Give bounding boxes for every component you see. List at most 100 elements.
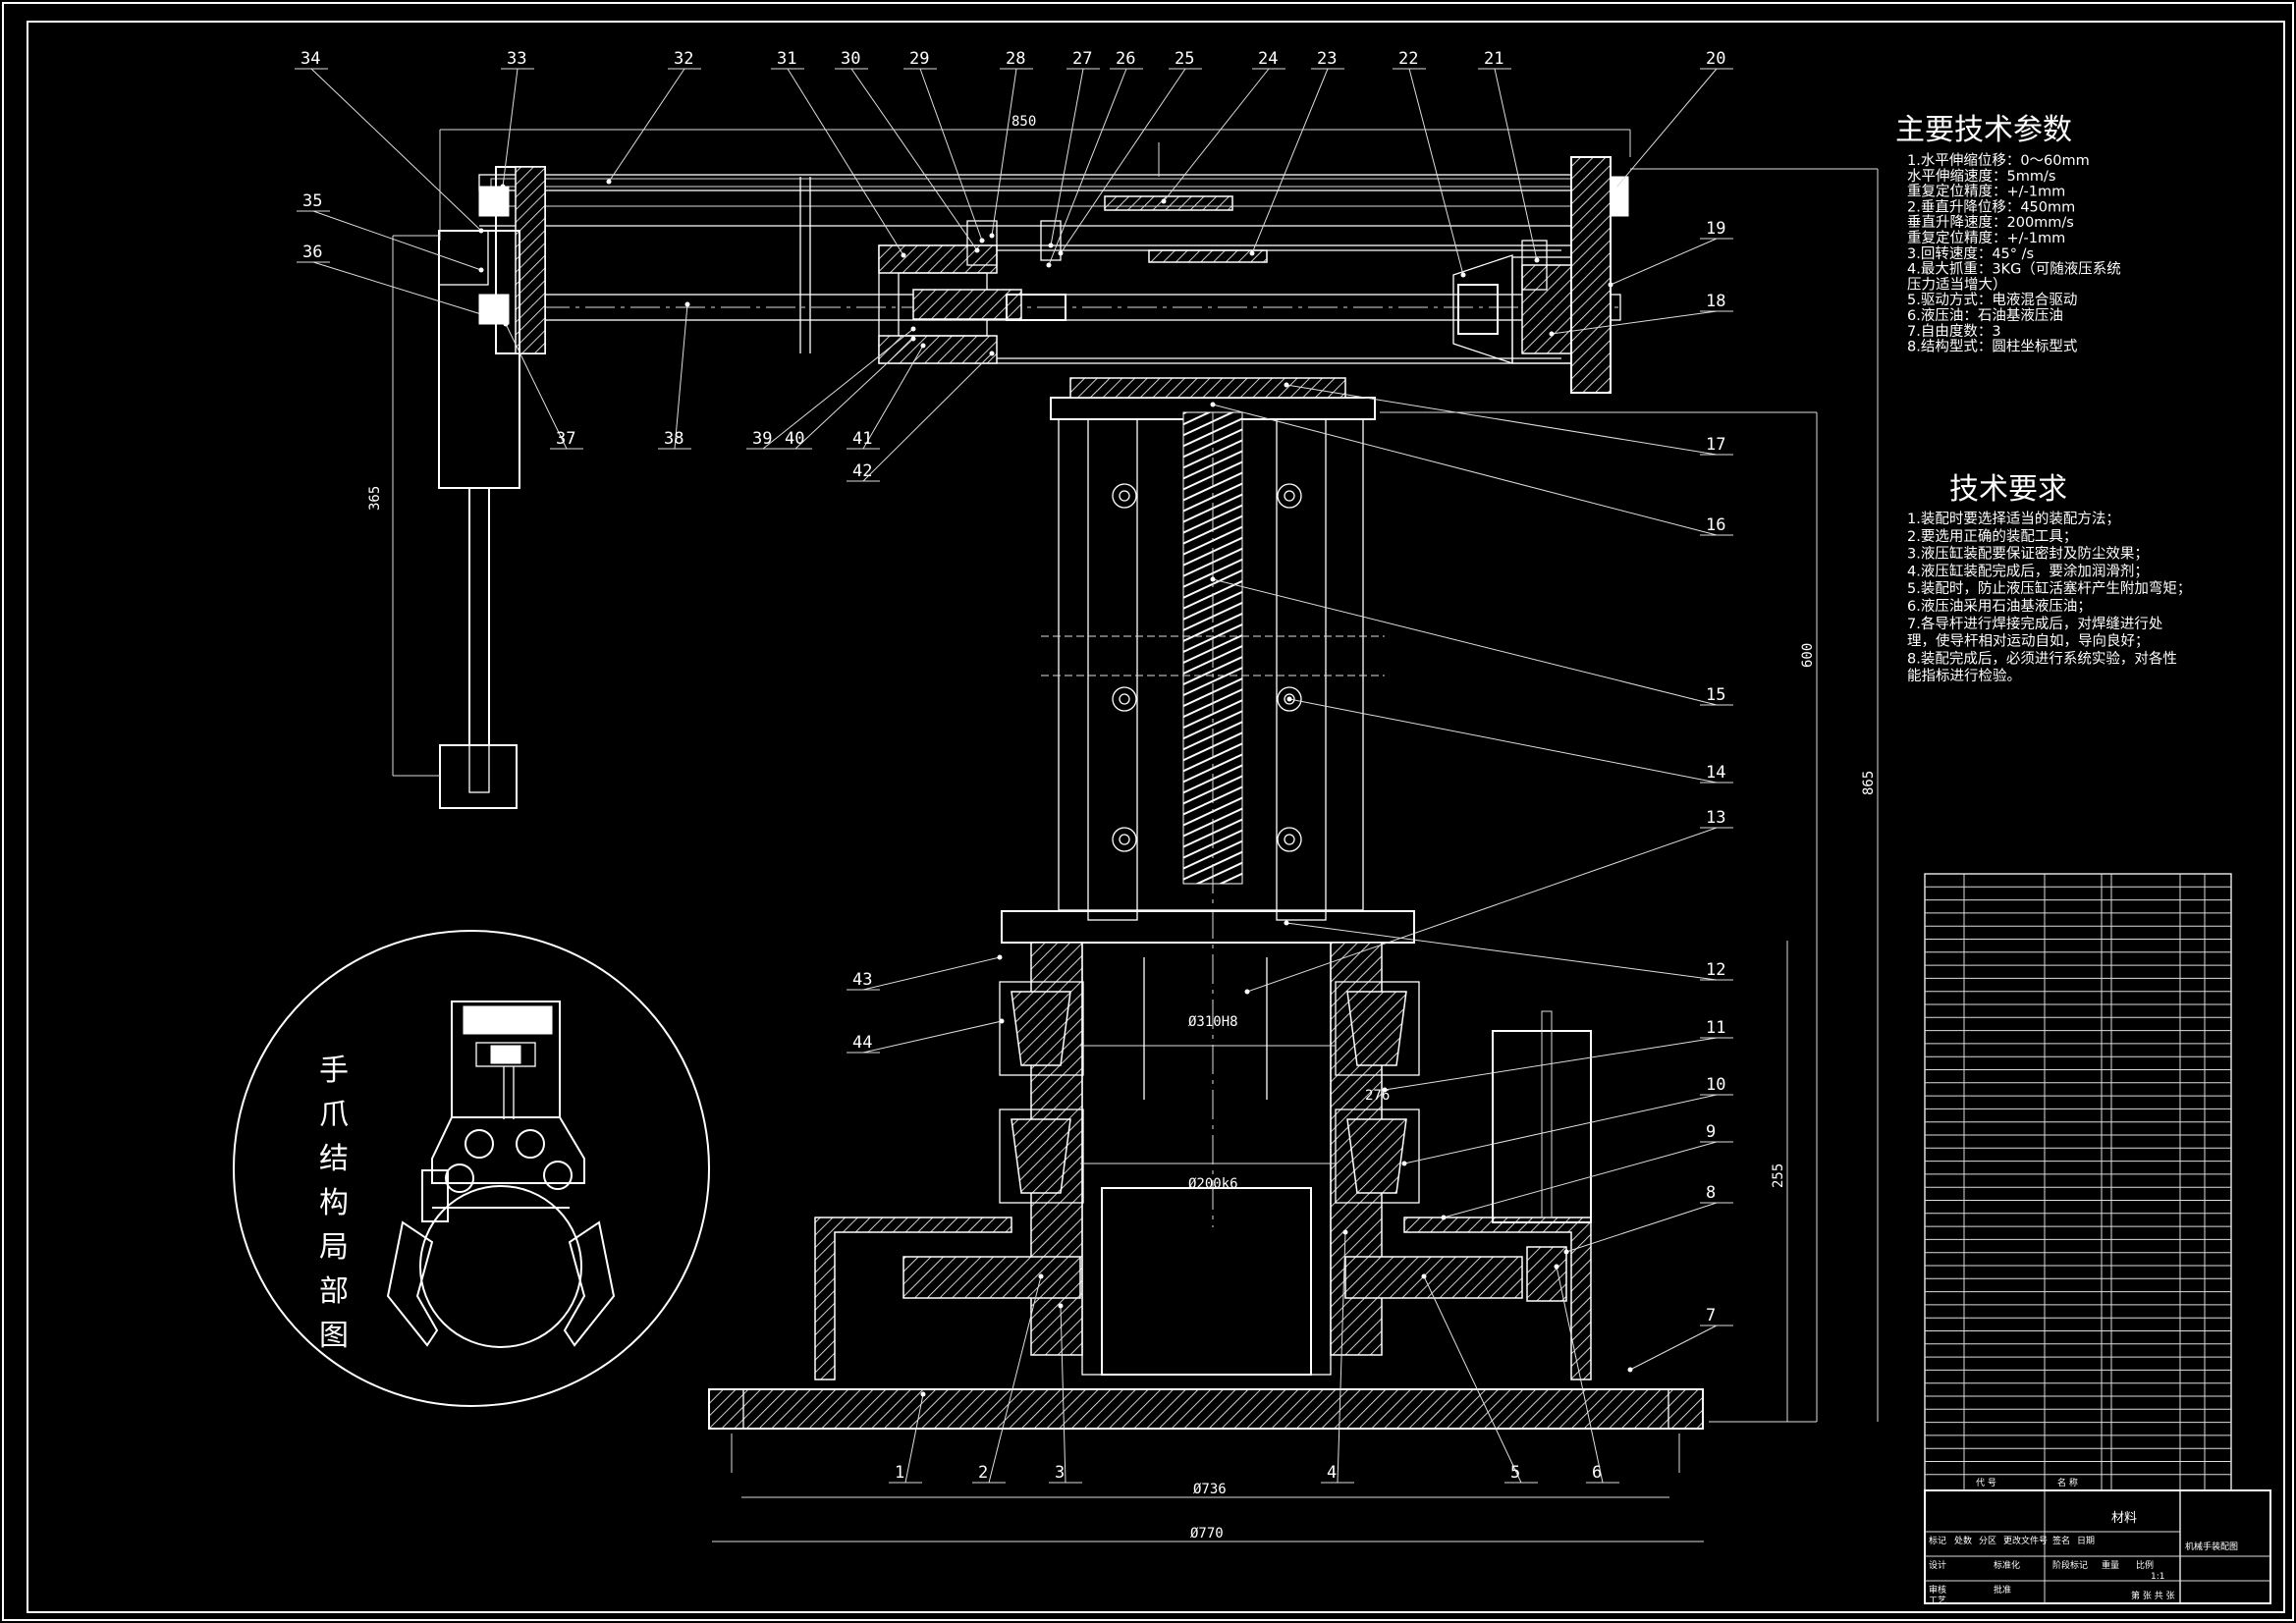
part-number-8: 8	[1706, 1183, 1716, 1203]
leader-line-12	[1285, 922, 1718, 981]
part-number-11: 11	[1706, 1018, 1725, 1038]
part-number-6: 6	[1592, 1463, 1602, 1483]
leader-dot-7	[1627, 1367, 1633, 1373]
part-number-18: 18	[1706, 292, 1725, 311]
part-number-5: 5	[1510, 1463, 1520, 1483]
param-line: 6.液压油：石油基液压油	[1907, 307, 2063, 324]
col-code: 代 号	[1976, 1478, 1996, 1488]
dim-200k6: Ø200k6	[1188, 1176, 1238, 1192]
leader-line-6	[1556, 1266, 1604, 1484]
svg-text:部: 部	[319, 1274, 349, 1309]
leader-dot-17	[1284, 382, 1289, 388]
requirement-line: 理，使导杆相对运动自如，导向良好；	[1907, 633, 2150, 650]
leader-dot-30	[974, 247, 980, 253]
leader-line-2	[988, 1275, 1042, 1484]
part-number-17: 17	[1706, 435, 1725, 455]
vertical-column	[1041, 377, 1385, 1227]
part-number-7: 7	[1706, 1306, 1716, 1325]
svg-text:标准化: 标准化	[1994, 1559, 2020, 1571]
dim-255: 255	[1771, 1163, 1786, 1188]
gripper-arm: 365	[367, 230, 520, 809]
requirement-line: 6.液压油采用石油基液压油；	[1907, 598, 2092, 615]
leader-line-39	[762, 328, 914, 450]
param-line: 压力适当增大）	[1907, 276, 2007, 293]
leader-line-13	[1246, 827, 1718, 993]
part-number-14: 14	[1706, 763, 1725, 783]
part-number-36: 36	[302, 243, 322, 262]
svg-text:处数: 处数	[1954, 1535, 1972, 1546]
leader-line-35	[312, 210, 482, 271]
sheet-info: 第 张 共 张	[2131, 1590, 2175, 1601]
leader-line-18	[1551, 310, 1718, 335]
leader-line-16	[1212, 404, 1718, 536]
part-number-16: 16	[1706, 515, 1725, 535]
leader-dot-12	[1284, 920, 1289, 926]
leader-dot-41	[920, 343, 926, 349]
svg-text:阶段标记: 阶段标记	[2052, 1559, 2088, 1571]
leader-dot-25	[1058, 250, 1064, 256]
detail-label: 手 爪 结 构 局 部 图	[319, 1054, 349, 1353]
leader-dot-43	[997, 954, 1003, 960]
part-number-25: 25	[1175, 49, 1194, 69]
leader-dot-36	[478, 311, 484, 317]
leader-dot-4	[1342, 1229, 1348, 1235]
leader-line-23	[1251, 68, 1329, 254]
part-number-29: 29	[909, 49, 929, 69]
part-number-39: 39	[752, 429, 772, 449]
leader-dot-14	[1286, 696, 1292, 702]
leader-dot-13	[1244, 989, 1250, 995]
dim-365: 365	[367, 486, 383, 511]
part-number-32: 32	[674, 49, 693, 69]
part-number-1: 1	[895, 1463, 904, 1483]
dim-770: Ø770	[1190, 1526, 1224, 1542]
part-number-10: 10	[1706, 1075, 1725, 1095]
leader-line-9	[1443, 1141, 1718, 1218]
drawing-name: 机械手装配图	[2185, 1541, 2238, 1552]
part-number-4: 4	[1327, 1463, 1337, 1483]
svg-text:设计: 设计	[1929, 1559, 1946, 1571]
leader-dot-2	[1038, 1273, 1044, 1279]
svg-text:批准: 批准	[1994, 1584, 2011, 1596]
requirement-line: 1.装配时要选择适当的装配方法；	[1907, 511, 2120, 527]
leader-line-41	[862, 345, 924, 450]
leader-line-27	[1050, 68, 1084, 246]
leader-line-1	[904, 1393, 924, 1484]
param-line: 水平伸缩速度：5mm/s	[1907, 168, 2055, 185]
requirement-line: 5.装配时，防止液压缸活塞杆产生附加弯矩；	[1907, 579, 2191, 597]
svg-text:局: 局	[319, 1230, 349, 1265]
dim-865: 865	[1861, 771, 1877, 795]
param-line: 4.最大抓重：3KG（可随液压系统	[1907, 261, 2121, 278]
leader-dot-27	[1048, 243, 1054, 248]
svg-text:手: 手	[319, 1054, 349, 1088]
part-number-27: 27	[1072, 49, 1092, 69]
tech-req-title: 技术要求	[1949, 472, 2067, 507]
leader-dot-31	[901, 252, 906, 258]
svg-text:重量: 重量	[2102, 1559, 2119, 1571]
leader-dot-42	[989, 351, 995, 356]
part-number-33: 33	[507, 49, 526, 69]
leader-dot-21	[1534, 257, 1540, 263]
part-number-9: 9	[1706, 1122, 1716, 1142]
part-number-41: 41	[852, 429, 872, 449]
part-number-26: 26	[1116, 49, 1135, 69]
title-block: 材料 机械手装配图 第 张 共 张 标记 处数 分区 更改文件号 签名 日期 设…	[1924, 1489, 2271, 1606]
leader-dot-24	[1161, 198, 1167, 204]
leader-line-4	[1337, 1231, 1346, 1484]
leader-dot-22	[1460, 272, 1466, 278]
svg-text:比例: 比例	[2136, 1559, 2154, 1571]
leader-line-20	[1614, 68, 1718, 189]
dim-600: 600	[1800, 643, 1816, 668]
part-number-24: 24	[1258, 49, 1278, 69]
tech-requirements: 技术要求 1.装配时要选择适当的装配方法；2.要选用正确的装配工具；3.液压缸装…	[1907, 472, 2191, 684]
col-name: 名 称	[2057, 1477, 2078, 1488]
dim-736: Ø736	[1193, 1482, 1227, 1497]
svg-text:1:1: 1:1	[2151, 1572, 2164, 1582]
svg-text:审核: 审核	[1929, 1584, 1946, 1596]
leader-dot-35	[478, 267, 484, 273]
part-number-19: 19	[1706, 219, 1725, 239]
leader-line-31	[787, 68, 904, 256]
leader-line-30	[850, 68, 978, 251]
leader-dot-37	[503, 321, 509, 327]
param-line: 2.垂直升降位移：450mm	[1907, 198, 2075, 215]
